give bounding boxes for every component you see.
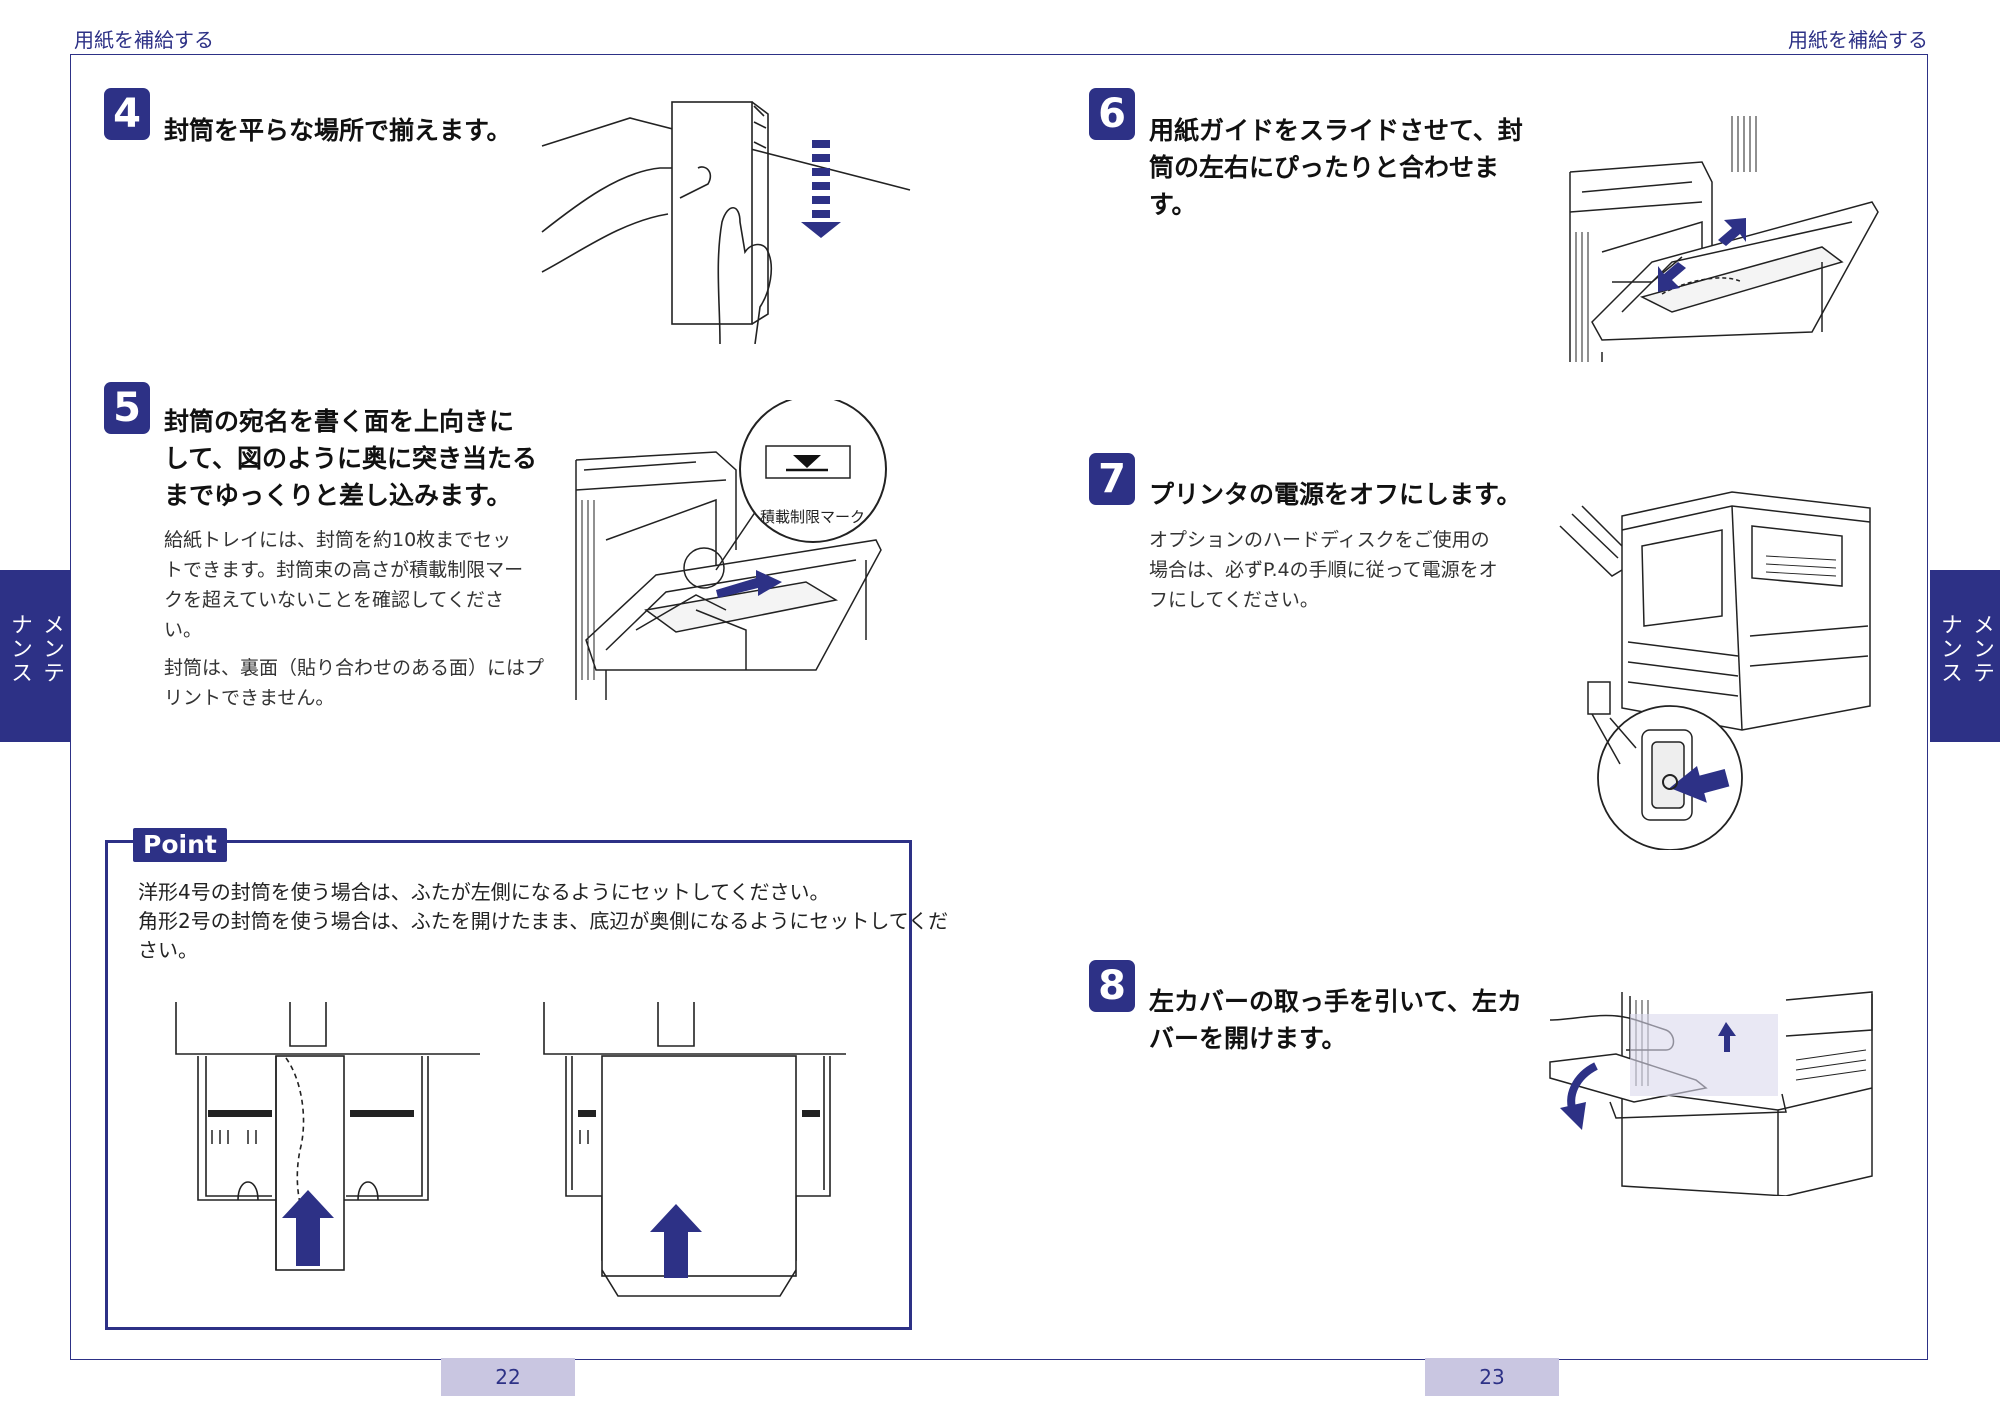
step-7-title: プリンタの電源をオフにします。 <box>1149 480 1522 509</box>
step-5-desc-line: 封筒は、裏面（貼り合わせのある面）にはプ <box>164 657 545 679</box>
side-tab-right-label: メンテナンス <box>1937 613 1994 685</box>
point-box <box>105 840 912 1330</box>
point-text-line: 洋形4号の封筒を使う場合は、ふたが左側になるようにセットしてください。 <box>138 880 830 904</box>
illustration-slide-paper-guides <box>1569 116 1879 362</box>
step-5-desc-line: 給紙トレイには、封筒を約10枚までセッ <box>164 529 512 551</box>
step-6-badge: 6 <box>1089 88 1135 140</box>
step-5-title-line: までゆっくりと差し込みます。 <box>164 481 512 510</box>
point-text-line: 角形2号の封筒を使う場合は、ふたを開けたまま、底辺が奥側になるようにセットしてく… <box>138 909 949 933</box>
step-7-desc-line: フにしてください。 <box>1149 589 1319 611</box>
step-4-badge: 4 <box>104 88 150 140</box>
step-6-title-line: 用紙ガイドをスライドさせて、封 <box>1149 116 1523 145</box>
step-7-badge: 7 <box>1089 453 1135 505</box>
step-5-title: 封筒の宛名を書く面を上向きに して、図のように奥に突き当たる までゆっくりと差し… <box>164 403 537 514</box>
step-6-title-line: す。 <box>1149 190 1197 219</box>
step-5-desc-line: クを超えていないことを確認してくださ <box>164 589 504 611</box>
step-5-desc-line: リントできません。 <box>164 687 335 709</box>
side-tab-left-label: メンテナンス <box>7 613 64 685</box>
loading-limit-mark-callout: 積載制限マーク <box>760 508 866 526</box>
step-8-badge: 8 <box>1089 960 1135 1012</box>
side-tab-right: メンテナンス <box>1930 570 2000 742</box>
step-6-title: 用紙ガイドをスライドさせて、封 筒の左右にぴったりと合わせま す。 <box>1149 112 1523 223</box>
step-8-title-line: 左カバーの取っ手を引いて、左カ <box>1149 987 1523 1016</box>
step-7-desc-line: オプションのハードディスクをご使用の <box>1149 529 1490 551</box>
step-5-desc-line: トできます。封筒束の高さが積載制限マー <box>164 559 524 581</box>
step-5-desc-2: 封筒は、裏面（貼り合わせのある面）にはプ リントできません。 <box>164 653 544 713</box>
step-5-title-line: して、図のように奥に突き当たる <box>164 444 538 473</box>
page-number-left: 22 <box>441 1358 575 1396</box>
step-5-desc-line: い。 <box>164 619 203 641</box>
step-7-desc-line: 場合は、必ずP.4の手順に従って電源をオ <box>1149 559 1498 581</box>
step-5-badge: 5 <box>104 382 150 434</box>
step-8-title: 左カバーの取っ手を引いて、左カ バーを開けます。 <box>1149 983 1522 1057</box>
illustration-youkei4-envelope <box>175 1002 480 1271</box>
step-7-desc: オプションのハードディスクをご使用の 場合は、必ずP.4の手順に従って電源をオ … <box>1149 525 1498 615</box>
point-text-line: さい。 <box>138 938 198 962</box>
illustration-kakugata2-envelope <box>543 1002 846 1297</box>
header-left-title: 用紙を補給する <box>74 28 214 52</box>
illustration-open-left-cover <box>1549 991 1873 1196</box>
point-label: Point <box>133 828 227 862</box>
illustration-align-envelopes <box>541 101 911 344</box>
step-8-title-line: バーを開けます。 <box>1149 1024 1347 1053</box>
page-number-right: 23 <box>1425 1358 1559 1396</box>
step-5-title-line: 封筒の宛名を書く面を上向きに <box>164 407 515 436</box>
page-frame <box>70 54 1928 1360</box>
illustration-printer-power-off <box>1559 491 1871 850</box>
header-right-title: 用紙を補給する <box>1788 28 1928 52</box>
step-5-desc-1: 給紙トレイには、封筒を約10枚までセッ トできます。封筒束の高さが積載制限マー … <box>164 525 523 645</box>
side-tab-left: メンテナンス <box>0 570 70 742</box>
point-text: 洋形4号の封筒を使う場合は、ふたが左側になるようにセットしてください。 角形2号… <box>138 878 948 965</box>
step-4-title: 封筒を平らな場所で揃えます。 <box>164 116 512 145</box>
illustration-insert-envelopes <box>575 400 887 700</box>
step-6-title-line: 筒の左右にぴったりと合わせま <box>1149 153 1500 182</box>
